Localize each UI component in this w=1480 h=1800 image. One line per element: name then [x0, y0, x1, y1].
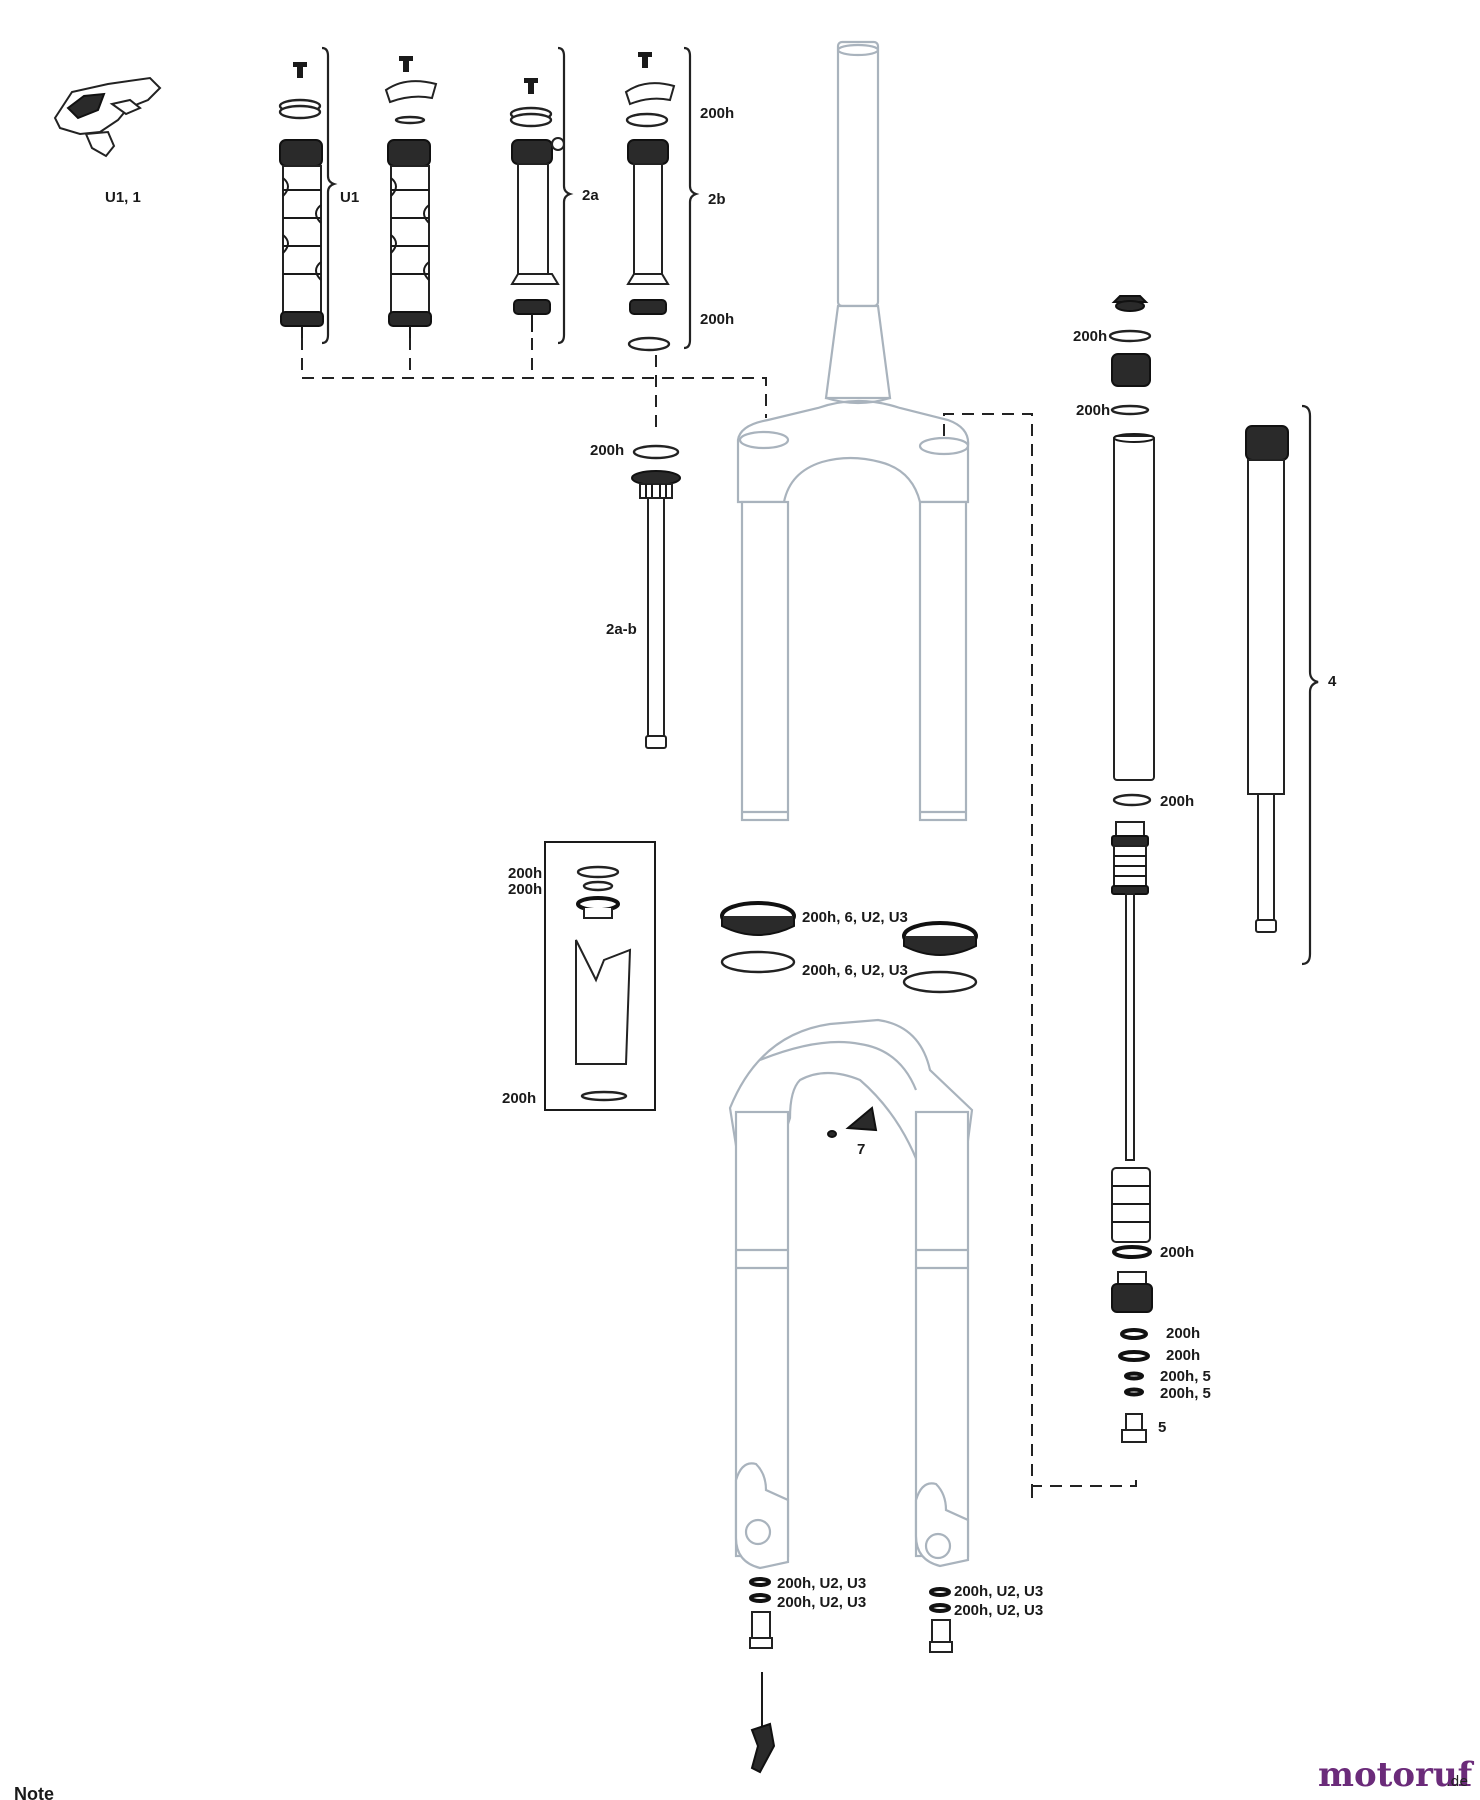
damper-cartridge-2b [624, 52, 676, 352]
label-7: 7 [857, 1141, 865, 1158]
lower-legs [728, 1018, 974, 1570]
remote-lever [53, 76, 162, 158]
label-200h-right-5: 200h [1166, 1325, 1200, 1342]
label-right-bottom-1: 200h, U2, U3 [954, 1583, 1043, 1600]
label-2b: 2b [708, 191, 726, 208]
air-shaft-assembly [1245, 425, 1289, 933]
label-seal-2: 200h, 6, U2, U3 [802, 962, 908, 979]
rebound-rod-assembly [1111, 821, 1153, 1443]
watermark-brand: motoruf [1318, 1755, 1475, 1795]
label-200h-right-4: 200h [1160, 1244, 1194, 1261]
label-right-bottom-2: 200h, U2, U3 [954, 1602, 1043, 1619]
label-200h-shaft: 200h [590, 442, 624, 459]
watermark-tld: .de [1446, 1774, 1468, 1790]
label-left-bottom-2: 200h, U2, U3 [777, 1594, 866, 1611]
label-2a: 2a [582, 187, 599, 204]
damper-shaft [631, 444, 681, 749]
label-200h-5-b: 200h, 5 [1160, 1385, 1211, 1402]
crown-steerer-stanchions [736, 40, 970, 822]
watermark: motoruf .de [1318, 1755, 1475, 1795]
bottom-hardware-left [749, 1577, 776, 1774]
bracket-2b [683, 46, 700, 350]
footer-note: Note [14, 1784, 54, 1800]
label-200h-bot: 200h [700, 311, 734, 328]
spring-tube [1112, 433, 1155, 807]
dust-seals [720, 901, 978, 994]
bracket-4 [1301, 404, 1319, 966]
top-cap-assembly [1108, 295, 1152, 416]
badge-part [827, 1106, 878, 1138]
label-200h-box-3: 200h [502, 1090, 536, 1107]
damper-cartridge-2a [509, 78, 565, 332]
label-u1: U1 [340, 189, 359, 206]
label-200h-box-2: 200h [508, 881, 542, 898]
bracket-u1 [321, 46, 338, 345]
leader-cartridges [301, 338, 767, 430]
label-4: 4 [1328, 673, 1337, 690]
label-200h-top: 200h [700, 105, 734, 122]
label-200h-5-a: 200h, 5 [1160, 1368, 1211, 1385]
leader-right-shaft [943, 413, 1137, 1498]
damper-cartridge-u1-b [384, 56, 438, 338]
label-200h-box-1: 200h [508, 865, 542, 882]
bracket-2a [557, 46, 574, 345]
label-200h-right-1: 200h [1073, 328, 1107, 345]
label-5: 5 [1158, 1419, 1166, 1436]
bottom-hardware-right [929, 1587, 953, 1653]
damper-cartridge-u1-a [278, 62, 324, 338]
spare-parts-box [544, 841, 656, 1111]
label-200h-right-2: 200h [1076, 402, 1110, 419]
label-left-bottom-1: 200h, U2, U3 [777, 1575, 866, 1592]
label-200h-right-3: 200h [1160, 793, 1194, 810]
label-200h-right-6: 200h [1166, 1347, 1200, 1364]
label-2a-b: 2a-b [606, 621, 637, 638]
label-u1-1: U1, 1 [105, 189, 141, 206]
label-seal-1: 200h, 6, U2, U3 [802, 909, 908, 926]
